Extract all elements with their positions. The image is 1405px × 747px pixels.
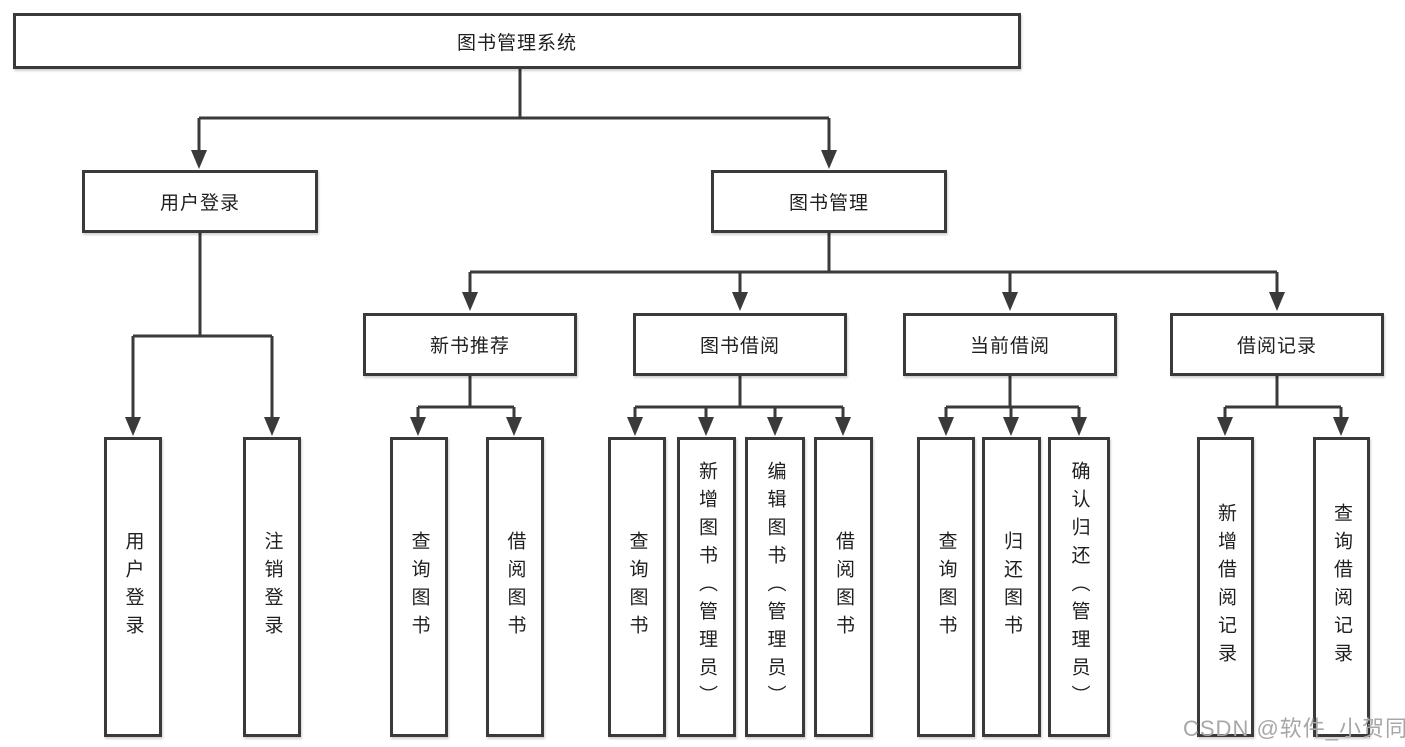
node-label: 注销登录 bbox=[261, 531, 283, 643]
leaf-borrow-books-borrowing: 借阅图书 bbox=[814, 437, 873, 737]
node-label: 查询图书 bbox=[408, 531, 430, 643]
leaf-confirm-return-admin: 确认归还（管理员） bbox=[1048, 437, 1110, 737]
node-label: 用户登录 bbox=[122, 531, 144, 643]
node-label: 查询图书 bbox=[935, 531, 957, 643]
node-user-login: 用户登录 bbox=[82, 170, 318, 233]
leaf-query-borrow-record: 查询借阅记录 bbox=[1313, 437, 1370, 737]
node-label: 归还图书 bbox=[1001, 531, 1022, 643]
node-book-management: 图书管理 bbox=[711, 170, 947, 233]
node-label: 新增图书（管理员） bbox=[696, 461, 717, 713]
node-label: 查询借阅记录 bbox=[1331, 503, 1352, 671]
node-label: 借阅图书 bbox=[833, 531, 854, 643]
node-label: 编辑图书（管理员） bbox=[764, 461, 786, 713]
node-label: 确认归还（管理员） bbox=[1068, 461, 1090, 713]
leaf-logout: 注销登录 bbox=[243, 437, 301, 737]
node-label: 当前借阅 bbox=[969, 336, 1050, 357]
node-label: 借阅图书 bbox=[504, 531, 526, 643]
node-current-borrowing: 当前借阅 bbox=[903, 313, 1117, 376]
node-label: 图书管理 bbox=[788, 193, 869, 214]
node-label: 图书借阅 bbox=[699, 336, 780, 357]
leaf-query-books-borrowing: 查询图书 bbox=[608, 437, 666, 737]
leaf-query-books-current: 查询图书 bbox=[917, 437, 975, 737]
node-label: 图书管理系统 bbox=[456, 32, 577, 54]
leaf-add-borrow-record: 新增借阅记录 bbox=[1197, 437, 1254, 737]
leaf-borrow-books-recommend: 借阅图书 bbox=[486, 437, 544, 737]
leaf-user-login: 用户登录 bbox=[104, 437, 162, 737]
leaf-add-books-admin: 新增图书（管理员） bbox=[677, 437, 736, 737]
node-label: 查询图书 bbox=[626, 531, 648, 643]
node-new-book-recommendation: 新书推荐 bbox=[363, 313, 577, 376]
node-label: 用户登录 bbox=[159, 193, 240, 214]
leaf-edit-books-admin: 编辑图书（管理员） bbox=[745, 437, 805, 737]
node-library-management-system: 图书管理系统 bbox=[13, 13, 1021, 69]
node-borrowing-records: 借阅记录 bbox=[1170, 313, 1384, 376]
leaf-return-books: 归还图书 bbox=[982, 437, 1041, 737]
csdn-watermark: CSDN @软件_小贺同学 bbox=[1183, 716, 1405, 741]
leaf-query-books-recommend: 查询图书 bbox=[390, 437, 448, 737]
node-label: 新增借阅记录 bbox=[1215, 503, 1236, 671]
node-label: 借阅记录 bbox=[1236, 336, 1317, 357]
node-book-borrowing: 图书借阅 bbox=[633, 313, 847, 376]
node-label: 新书推荐 bbox=[429, 336, 510, 357]
